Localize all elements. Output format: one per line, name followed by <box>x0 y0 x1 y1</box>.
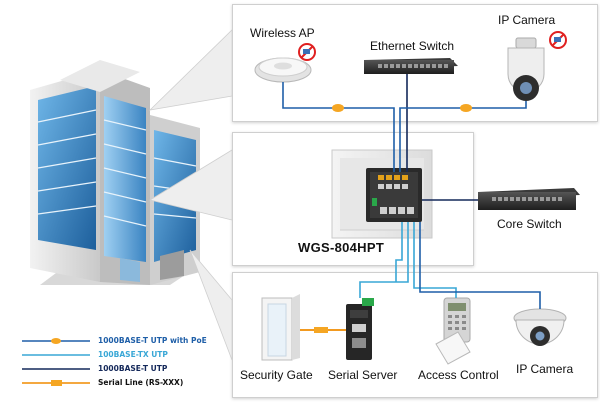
wireless-ap-label: Wireless AP <box>250 26 315 40</box>
serial-server-label: Serial Server <box>328 368 398 382</box>
model-label: WGS-804HPT <box>298 240 385 255</box>
ptz-ip-camera-device <box>507 37 545 101</box>
no-power-sign-icon-camera <box>549 31 567 49</box>
security-gate-label: Security Gate <box>240 368 313 382</box>
ip-camera-bottom-label: IP Camera <box>516 362 574 376</box>
wgs-804hpt-switch <box>366 168 422 222</box>
access-control-device <box>435 297 471 365</box>
core-switch-label: Core Switch <box>497 217 562 231</box>
legend-item-serial: Serial Line (RS-XXX) <box>98 378 184 387</box>
ip-camera-top-label: IP Camera <box>498 13 556 27</box>
ethernet-switch-device <box>364 58 458 74</box>
serial-badge <box>314 327 328 333</box>
poe-badge-ap <box>332 104 344 112</box>
core-switch-device <box>478 188 580 210</box>
poe-badge-camera <box>460 104 472 112</box>
callout-wedges <box>148 29 233 361</box>
wireless-ap-device <box>254 57 312 83</box>
access-control-label: Access Control <box>418 368 499 382</box>
legend-item-100base: 100BASE-TX UTP <box>98 350 168 359</box>
legend-item-1000base: 1000BASE-T UTP <box>98 364 168 373</box>
no-power-sign-icon-ap <box>298 43 316 61</box>
serial-server-device <box>346 298 374 360</box>
dome-ip-camera-device <box>513 308 567 346</box>
legend-item-poe: 1000BASE-T UTP with PoE <box>98 336 207 345</box>
ethernet-switch-label: Ethernet Switch <box>370 39 455 53</box>
security-gate-device <box>261 294 300 361</box>
legend-lines <box>22 338 90 386</box>
office-building-illustration <box>30 60 200 285</box>
